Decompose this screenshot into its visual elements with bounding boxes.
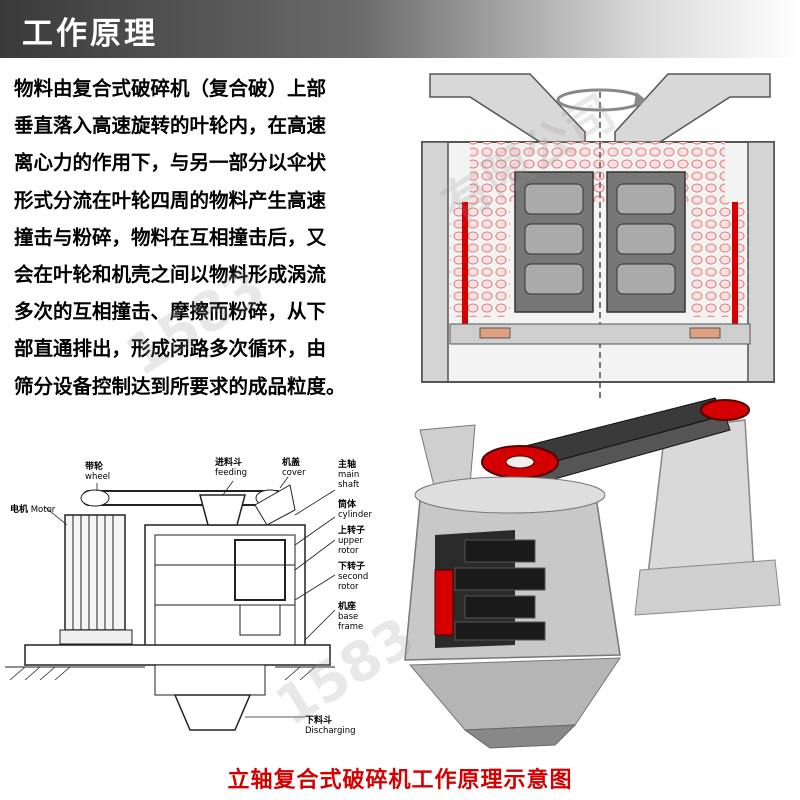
description-text: 物料由复合式破碎机（复合破）上部 垂直落入高速旋转的叶轮内，在高速 离心力的作用… (14, 70, 410, 405)
description-line: 物料由复合式破碎机（复合破）上部 (14, 77, 327, 100)
page-title: 工作原理 (22, 16, 158, 52)
description-line: 离心力的作用下，与另一部分以伞状 (14, 151, 327, 175)
label-motor: 电机 Motor (10, 505, 56, 515)
crusher-3d-render-figure (404, 397, 781, 749)
description-line: 多次的互相撞击、摩擦而粉碎，从下 (14, 300, 327, 324)
machine-line-drawing (5, 476, 336, 731)
description-line: 会在叶轮和机壳之间以物料形成涡流 (14, 262, 327, 286)
figure-caption: 立轴复合式破碎机工作原理示意图 (227, 768, 573, 793)
description-line: 垂直落入高速旋转的叶轮内，在高速 (14, 114, 327, 138)
description-line: 部直通排出，形成闭路多次循环，由 (14, 337, 327, 361)
description-line: 筛分设备控制达到所要求的成品粒度。 (14, 374, 346, 398)
crusher-cross-section-figure (421, 73, 775, 402)
description-line: 形式分流在叶轮四周的物料产生高速 (14, 188, 327, 212)
description-line: 撞击与粉碎，物料在互相撞击后，又 (14, 225, 327, 249)
header-bar: 工作原理 (0, 0, 800, 58)
